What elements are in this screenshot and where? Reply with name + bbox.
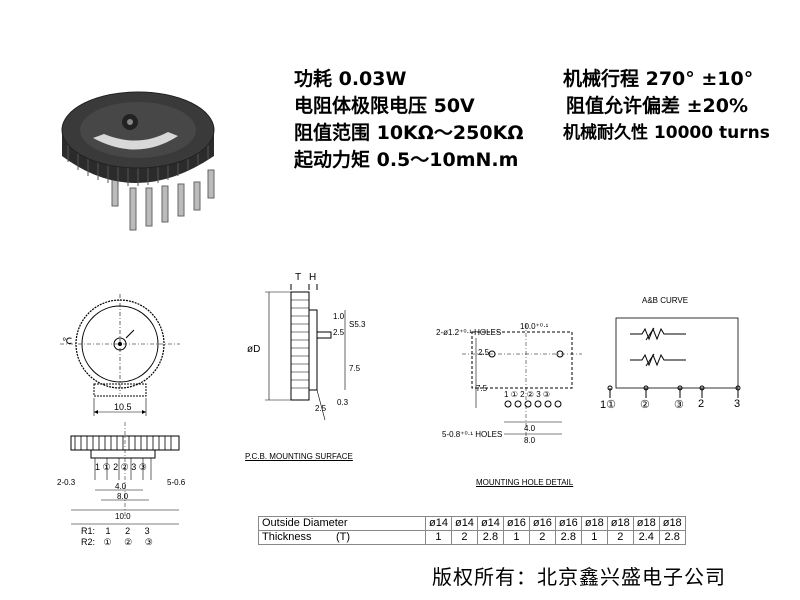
r2-row: R2: ① ② ③ (81, 537, 153, 548)
sizes-table: Outside Diameter ø14 ø14 ø14 ø16 ø16 ø16… (258, 516, 686, 545)
bottom-dim-a: 4.0 (115, 482, 127, 491)
table-cell: 1 (502, 530, 530, 545)
bottom-dim-b: 8.0 (117, 492, 129, 501)
r1-pin: 3 (144, 526, 150, 536)
bottom-left-label: 2-0.3 (57, 478, 76, 487)
mount-pin-row: 1 ① 2 ② 3 ③ (504, 390, 550, 399)
table-cell: ø18 (632, 516, 660, 531)
bottom-right-label: 5-0.6 (167, 478, 186, 487)
spec-power: 功耗 0.03W (294, 68, 407, 90)
r1-pin: 1 (105, 526, 111, 536)
mount-pin: 1 (504, 390, 509, 399)
mounting-hole-drawing: 2-ø1.2⁺⁰·¹ HOLES 10.0⁺⁰·¹ 2.5 7.5 1 ① 2 … (432, 318, 592, 488)
curve-pin: ② (640, 399, 650, 411)
table-row: Thickness (T) 1 2 2.8 1 2 2.8 1 2 2.4 2.… (258, 530, 686, 545)
pin-label: ② (120, 462, 129, 472)
curve-pin: 2 (698, 398, 705, 410)
mount-pin: 3 (536, 390, 541, 399)
table-row: Outside Diameter ø14 ø14 ø14 ø16 ø16 ø16… (258, 516, 686, 531)
table-cell: ø14 (425, 516, 452, 531)
table-cell: 2 (450, 530, 478, 545)
table-cell: ø18 (606, 516, 634, 531)
table-cell: 1 (580, 530, 608, 545)
bottom-pin-row: 1 ① 2 ② 3 ③ (95, 462, 147, 473)
r1-label: R1: (81, 526, 96, 536)
product-photo (48, 78, 228, 238)
side-dim-3: S5.3 (349, 320, 366, 329)
table-cell: ø14 (476, 516, 504, 531)
table-cell: ø16 (554, 516, 582, 531)
table-cell: ø16 (528, 516, 556, 531)
mount-dim-b1: 4.0 (524, 424, 536, 433)
table-cell: 2.8 (554, 530, 582, 545)
table-cell: 1 (425, 530, 452, 545)
table-cell: 2.4 (632, 530, 660, 545)
front-center-mark: ℃ (62, 336, 73, 346)
mount-pin: ② (526, 390, 534, 399)
curve-pin: 1① (600, 399, 616, 411)
front-view-drawing: 10.5 ℃ (40, 290, 190, 420)
pin-label: ③ (138, 462, 147, 472)
front-dim-width: 10.5 (114, 402, 132, 412)
mount-dim-side1: 2.5 (478, 348, 490, 357)
side-dim-d: øD (247, 344, 261, 355)
mount-pin: ③ (542, 390, 551, 399)
bottom-view-drawing: 1 ① 2 ② 3 ③ 2-0.3 5-0.6 4.0 8.0 10.0 R1:… (55, 420, 195, 550)
mount-holes-top: 2-ø1.2⁺⁰·¹ HOLES (436, 328, 502, 337)
r2-pin: ② (124, 537, 133, 547)
curve-pin: ③ (674, 399, 684, 411)
bottom-dim-c: 10.0 (115, 512, 131, 521)
copyright-notice: 版权所有：北京鑫兴盛电子公司 (432, 565, 726, 589)
table-cell: 2 (606, 530, 634, 545)
row-header-thickness: Thickness (T) (258, 530, 426, 545)
table-cell: 2 (528, 530, 556, 545)
side-label-t: T (295, 272, 302, 283)
pin-label: 1 (95, 462, 101, 472)
curve-pin: 3 (734, 398, 741, 410)
r2-pin: ③ (144, 537, 153, 547)
spec-tolerance: 阻值允许偏差 ±20% (566, 95, 749, 117)
side-label-h: H (309, 272, 317, 283)
pin-label: 2 (113, 462, 119, 472)
spec-voltage: 电阻体极限电压 50V (294, 95, 475, 117)
curve-schematic: A&B CURVE 1① ② ③ 2 3 (596, 294, 756, 414)
pin-label: 3 (131, 462, 137, 472)
side-view-drawing: T H øD 1.0 2.5 S5.3 7.5 2.5 0.3 P.C.B. M… (245, 270, 375, 465)
mount-holes-bottom: 5-0.8⁺⁰·¹ HOLES (442, 430, 503, 439)
r1-row: R1: 1 2 3 (81, 526, 150, 536)
side-dim-2: 2.5 (333, 328, 345, 337)
pin-label: ① (102, 462, 111, 472)
mount-dim-b2: 8.0 (524, 436, 536, 445)
table-cell: ø14 (450, 516, 478, 531)
spec-range: 阻值范围 10KΩ～250KΩ (294, 122, 524, 144)
spec-travel: 机械行程 270° ±10° (563, 68, 754, 90)
mount-pin: 2 (520, 390, 525, 399)
row-header-outside-diameter: Outside Diameter (258, 516, 426, 531)
side-dim-6: 0.3 (337, 398, 349, 407)
spec-durability: 机械耐久性 10000 turns (563, 123, 770, 143)
mount-dim-side2: 7.5 (476, 384, 488, 393)
table-cell: 2.8 (476, 530, 504, 545)
mount-dim-top: 10.0⁺⁰·¹ (520, 322, 549, 331)
spec-torque: 起动力矩 0.5～10mN.m (294, 149, 519, 171)
side-dim-5: 2.5 (315, 404, 327, 413)
side-dim-1: 1.0 (333, 312, 345, 321)
table-cell: 2.8 (658, 530, 686, 545)
r2-pin: ① (103, 537, 112, 547)
r1-pin: 2 (125, 526, 131, 536)
table-cell: ø16 (502, 516, 530, 531)
mount-title: MOUNTING HOLE DETAIL (476, 478, 574, 487)
side-dim-4: 7.5 (349, 364, 361, 373)
curve-title: A&B CURVE (642, 296, 689, 305)
r2-label: R2: (81, 537, 96, 547)
mount-pin: ① (510, 390, 518, 399)
table-cell: ø18 (580, 516, 608, 531)
table-cell: ø18 (658, 516, 686, 531)
pcb-mounting-label: P.C.B. MOUNTING SURFACE (245, 452, 353, 461)
